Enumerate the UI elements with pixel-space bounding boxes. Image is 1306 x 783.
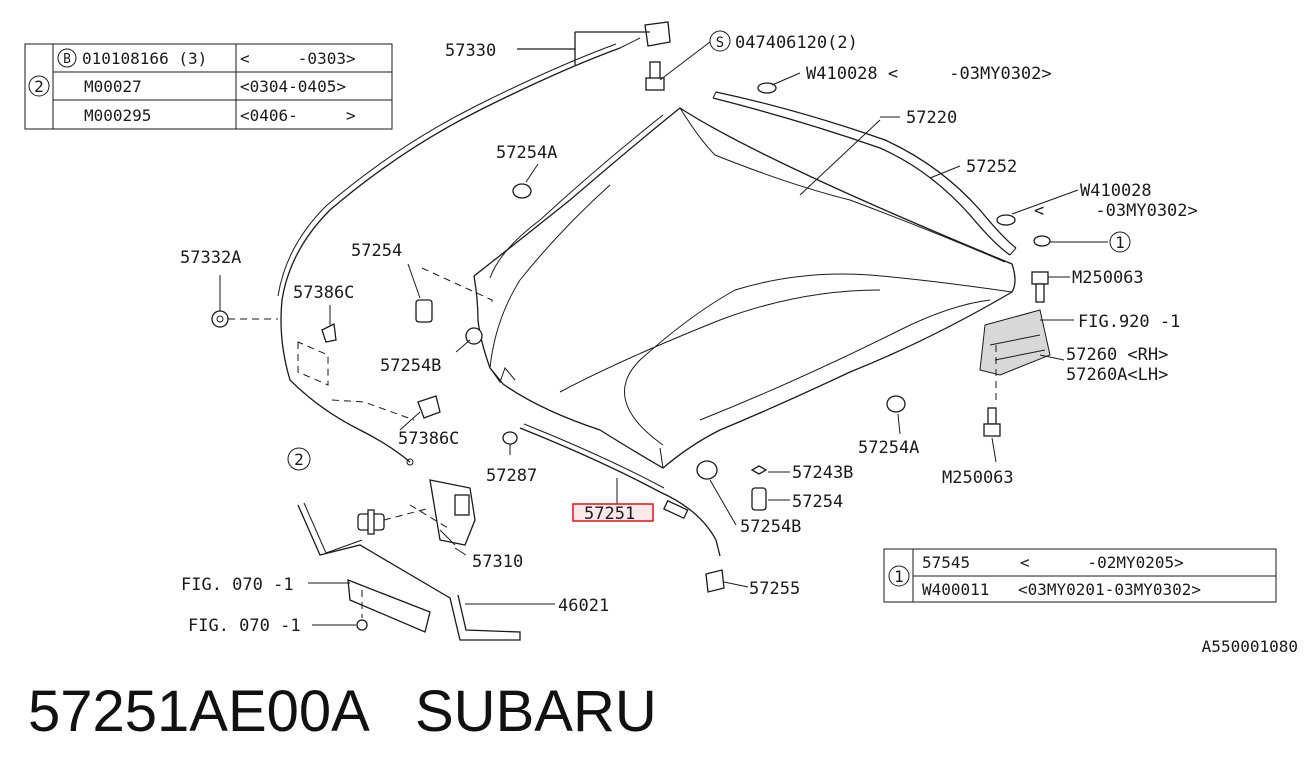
bolt-prefix-circle — [57, 48, 77, 68]
label-57220: 57220 — [906, 108, 957, 128]
legend-1-marker: 1 — [894, 567, 904, 586]
highlight-box-57251 — [572, 503, 654, 522]
clip-top — [644, 21, 671, 47]
legend-1-marker-circle — [888, 565, 910, 587]
label-57251: 57251 — [584, 504, 635, 524]
washers-and-bumpers — [211, 82, 1051, 593]
label-fig070-b: FIG. 070 -1 — [188, 616, 301, 636]
prefix-s-letter: S — [716, 35, 724, 51]
legend-2-marker: 2 — [34, 77, 44, 96]
label-57254b-left: 57254B — [380, 356, 441, 376]
legend-2-row-1-part: 010108166 (3) — [82, 49, 207, 68]
bracket-fig070 — [347, 579, 431, 633]
legend-1-row-2-range: <03MY0201-03MY0302> — [1018, 580, 1201, 599]
legend-2-row-2-part: M00027 — [84, 77, 142, 96]
footer-brand: SUBARU — [415, 679, 657, 744]
label-57254a-right: 57254A — [858, 438, 919, 458]
footer-part-number: 57251AE00A — [28, 679, 367, 744]
label-46021: 46021 — [558, 596, 609, 616]
legend-2-row-3-part: M000295 — [84, 106, 151, 125]
legend-1-row-2-part: W400011 — [922, 580, 989, 599]
hood-panel — [473, 107, 1016, 469]
label-w410028-right: W410028 — [1080, 181, 1152, 201]
label-57252: 57252 — [966, 157, 1017, 177]
label-57260: 57260 <RH> — [1066, 345, 1168, 365]
weatherstrip-57252 — [712, 91, 1017, 256]
prefix-s-circle — [709, 30, 731, 52]
legend-1-row-1-range: < -02MY0205> — [1020, 553, 1184, 572]
leader-lines — [219, 31, 1108, 626]
dashed-guides — [228, 267, 997, 618]
legend-2-marker-circle — [28, 75, 50, 97]
label-w410028-right-range: < -03MY0302> — [1034, 201, 1198, 221]
legend-2-row-3-range: <0406- > — [240, 106, 356, 125]
label-fig920: FIG.920 -1 — [1078, 312, 1180, 332]
legend-2-row-1-range: < -0303> — [240, 49, 356, 68]
footer-caption: 57251AE00A SUBARU — [28, 683, 657, 741]
bolt-m250063-top — [1031, 271, 1049, 303]
legend-table-1: 1 57545 < -02MY0205> W400011 <03MY0201-0… — [883, 548, 1277, 603]
bolt-prefix-letter: B — [63, 52, 71, 67]
label-57310: 57310 — [472, 552, 523, 572]
label-57243b: 57243B — [792, 463, 853, 483]
marker-1: 1 — [1115, 233, 1125, 252]
label-57254a-top: 57254A — [496, 143, 557, 163]
label-m250063-bottom: M250063 — [942, 468, 1014, 488]
marker-2-circle — [287, 447, 311, 471]
label-w410028-top: W410028 < -03MY0302> — [806, 64, 1052, 84]
legend-table-2: 2 B 010108166 (3) < -0303> M00027 <0304-… — [24, 43, 393, 130]
release-cable-57330 — [277, 37, 641, 466]
label-57255: 57255 — [749, 579, 800, 599]
legend-1-row-1-part: 57545 — [922, 553, 970, 572]
prop-rod-cable — [519, 423, 721, 557]
label-047406120: 047406120(2) — [735, 33, 858, 53]
label-57254-right: 57254 — [792, 492, 843, 512]
label-m250063-top: M250063 — [1072, 268, 1144, 288]
bolt-m250063-bottom — [983, 407, 1001, 437]
marker-1-circle — [1109, 231, 1131, 253]
callout-labels: 57330 S 047406120(2) W410028 < -03MY0302… — [180, 30, 1298, 656]
marker-2: 2 — [294, 450, 304, 469]
legend-2-row-2-range: <0304-0405> — [240, 77, 346, 96]
label-57330: 57330 — [445, 41, 496, 61]
bolt-047406120 — [645, 61, 665, 91]
label-57287: 57287 — [486, 466, 537, 486]
label-fig070-a: FIG. 070 -1 — [181, 575, 294, 595]
diagram-code: A550001080 — [1202, 637, 1298, 656]
label-57386c-top: 57386C — [293, 283, 354, 303]
bolt-2 — [357, 509, 385, 535]
label-57260a: 57260A<LH> — [1066, 365, 1168, 385]
support-rod-46021 — [297, 502, 521, 641]
label-57386c-bottom: 57386C — [398, 429, 459, 449]
label-57332a: 57332A — [180, 248, 241, 268]
label-57254b-right: 57254B — [740, 517, 801, 537]
hood-hinge-57260 — [979, 309, 1051, 376]
hood-latch-57310 — [429, 479, 476, 546]
label-57254-left: 57254 — [351, 241, 402, 261]
